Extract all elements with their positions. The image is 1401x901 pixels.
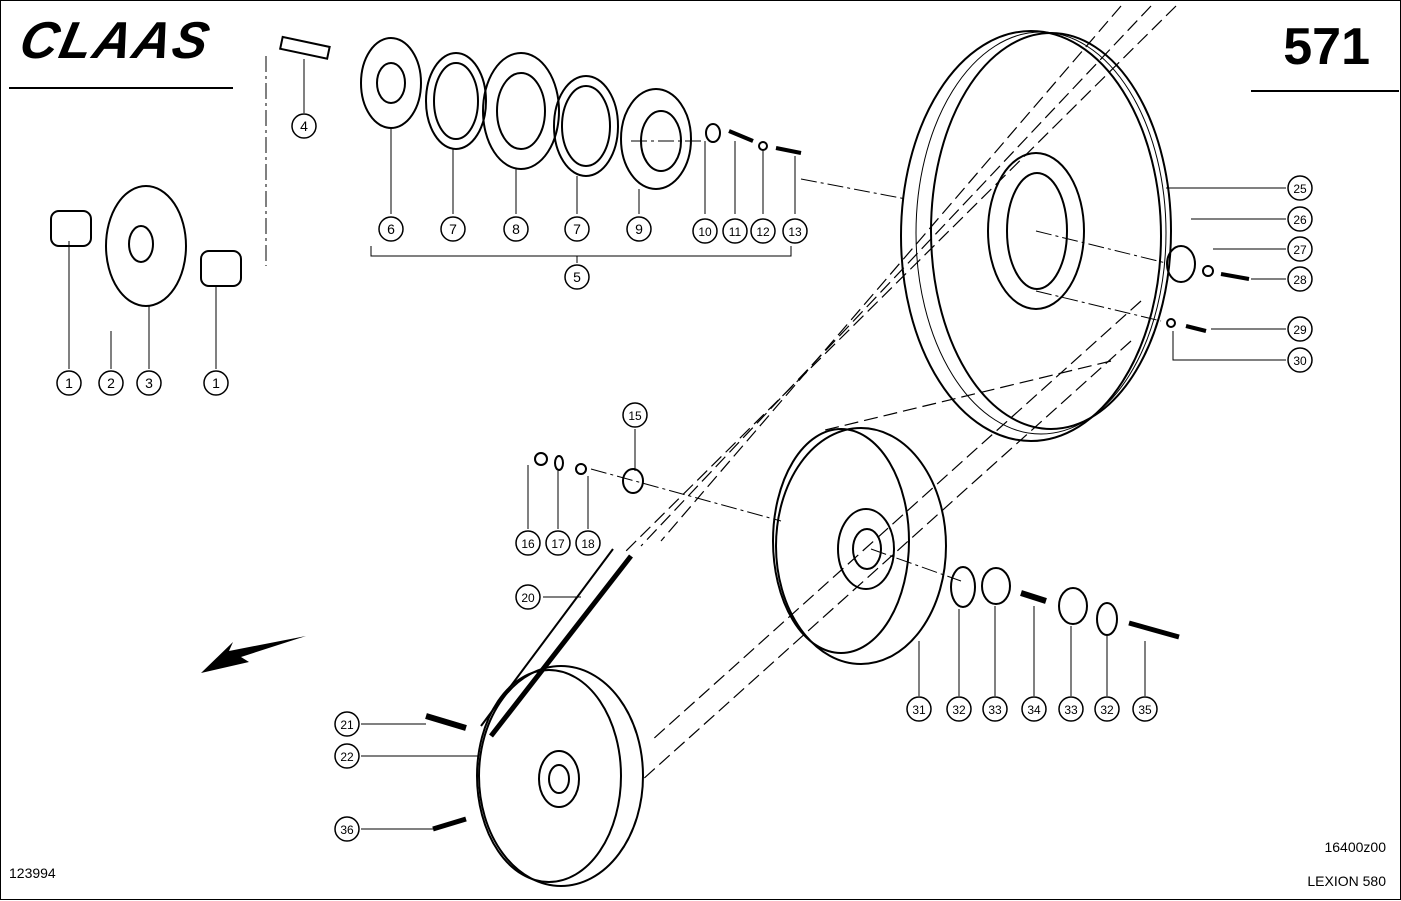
callout-16: 16	[515, 530, 541, 556]
leader-lines	[68, 59, 1286, 830]
callout-9: 9	[626, 216, 652, 242]
callout-12: 12	[750, 218, 776, 244]
callout-label: 1	[65, 375, 73, 391]
hardware-bits	[425, 123, 1250, 832]
callout-label: 35	[1138, 703, 1152, 717]
callout-label: 7	[573, 221, 581, 237]
callout-label: 20	[521, 591, 535, 605]
belt-lines	[625, 5, 1177, 782]
callout-33: 33	[982, 696, 1008, 722]
callout-label: 10	[698, 225, 712, 239]
callout-label: 26	[1293, 213, 1307, 227]
hub-flange-3	[50, 185, 242, 307]
callout-label: 9	[635, 221, 643, 237]
callout-36: 36	[334, 816, 360, 842]
callout-label: 11	[729, 225, 742, 239]
callout-label: 32	[1100, 703, 1114, 717]
mid-pulley-31	[772, 427, 947, 665]
callout-15: 15	[622, 402, 648, 428]
callout-2: 2	[98, 370, 124, 396]
drawing-reference: 123994	[9, 865, 56, 881]
callout-17: 17	[545, 530, 571, 556]
callout-label: 34	[1027, 703, 1041, 717]
callout-7: 7	[564, 216, 590, 242]
callout-label: 33	[1064, 703, 1078, 717]
callout-26: 26	[1287, 206, 1313, 232]
callout-20: 20	[515, 584, 541, 610]
callout-label: 25	[1293, 182, 1307, 196]
callout-label: 33	[988, 703, 1002, 717]
clutch-pack	[279, 35, 692, 190]
callout-25: 25	[1287, 175, 1313, 201]
callout-label: 15	[628, 409, 642, 423]
callout-27: 27	[1287, 236, 1313, 262]
callout-13: 13	[782, 218, 808, 244]
callout-label: 17	[551, 537, 565, 551]
callout-label: 2	[107, 375, 115, 391]
callout-label: 16	[521, 537, 535, 551]
callout-label: 30	[1293, 354, 1307, 368]
callout-1: 1	[56, 370, 82, 396]
bottom-pulley-22	[476, 665, 644, 887]
callout-28: 28	[1287, 266, 1313, 292]
callout-30: 30	[1287, 347, 1313, 373]
callout-label: 22	[340, 750, 354, 764]
callout-18: 18	[575, 530, 601, 556]
callout-29: 29	[1287, 316, 1313, 342]
callout-35: 35	[1132, 696, 1158, 722]
page-number: 571	[1283, 18, 1370, 76]
axis-lines	[265, 56, 1167, 582]
callout-label: 12	[756, 225, 770, 239]
callout-label: 28	[1293, 273, 1307, 287]
machine-model: LEXION 580	[1307, 873, 1386, 889]
callout-22: 22	[334, 743, 360, 769]
brand-logo: CLAAS	[14, 12, 217, 70]
callout-11: 11	[722, 218, 748, 244]
callout-32: 32	[1094, 696, 1120, 722]
callout-31: 31	[906, 696, 932, 722]
callout-10: 10	[692, 218, 718, 244]
callout-label: 6	[387, 221, 395, 237]
callout-7: 7	[440, 216, 466, 242]
callout-21: 21	[334, 711, 360, 737]
callout-32: 32	[946, 696, 972, 722]
callout-label: 5	[573, 269, 581, 285]
large-pulley-25	[900, 30, 1172, 442]
callout-label: 36	[340, 823, 354, 837]
belt-20	[489, 554, 633, 738]
callout-1: 1	[203, 370, 229, 396]
callout-label: 7	[449, 221, 457, 237]
callout-label: 27	[1293, 243, 1307, 257]
callout-label: 32	[952, 703, 966, 717]
callout-label: 8	[512, 221, 520, 237]
callout-label: 18	[581, 537, 595, 551]
callout-3: 3	[136, 370, 162, 396]
direction-arrow-icon	[201, 636, 306, 673]
callout-label: 13	[788, 225, 802, 239]
callout-label: 3	[145, 375, 153, 391]
callout-4: 4	[291, 113, 317, 139]
callout-label: 4	[300, 118, 308, 134]
callout-6: 6	[378, 216, 404, 242]
callout-34: 34	[1021, 696, 1047, 722]
sheet-code: 16400z00	[1324, 839, 1386, 855]
callout-label: 1	[212, 375, 220, 391]
callout-label: 29	[1293, 323, 1307, 337]
callout-33: 33	[1058, 696, 1084, 722]
callout-label: 31	[912, 703, 926, 717]
callout-label: 21	[340, 718, 354, 732]
callout-8: 8	[503, 216, 529, 242]
callout-5: 5	[564, 264, 590, 290]
